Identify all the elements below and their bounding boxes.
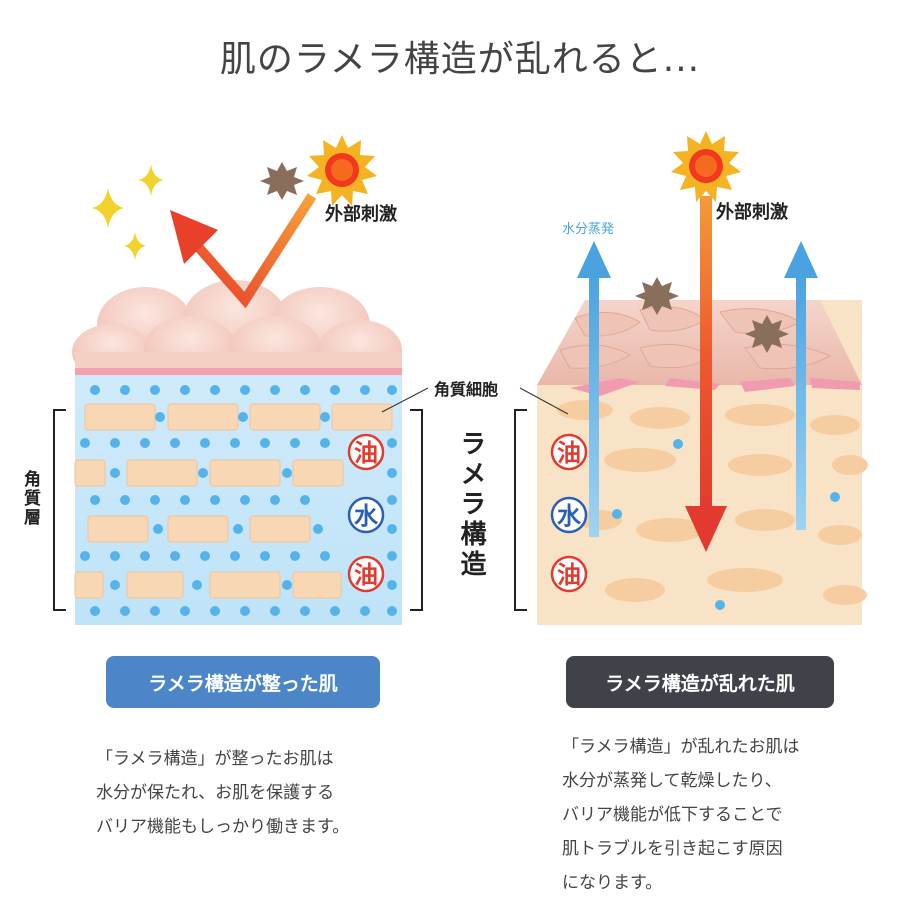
evaporation-arrow-left [577, 241, 611, 537]
right-description-line: バリア機能が低下することで [562, 805, 783, 825]
right-water-bubble: 水 [550, 496, 588, 534]
svg-text:油: 油 [354, 561, 378, 589]
right-oil-bubble-top: 油 [550, 433, 588, 471]
svg-text:水: 水 [354, 502, 379, 530]
right-skin-block [537, 277, 868, 625]
left-reflection-arrow [170, 193, 317, 309]
penetration-arrow [685, 196, 727, 552]
svg-text:油: 油 [354, 439, 378, 467]
evaporation-arrow-right [784, 241, 818, 530]
left-description: 「ラメラ構造」が整ったお肌は 水分が保たれ、お肌を保護する バリア機能もしっかり… [96, 742, 349, 844]
right-description-line: 水分が蒸発して乾燥したり、 [562, 771, 782, 791]
corneocyte-label: 角質細胞 [434, 380, 499, 399]
right-description: 「ラメラ構造」が乱れたお肌は 水分が蒸発して乾燥したり、 バリア機能が低下するこ… [562, 730, 800, 900]
left-water-bubble: 水 [347, 496, 385, 534]
page-title: 肌のラメラ構造が乱れると... [219, 39, 701, 80]
right-oil-bubble-bottom: 油 [550, 555, 588, 593]
left-oil-bubble-bottom: 油 [347, 555, 385, 593]
sun-icon [307, 135, 377, 206]
right-description-line: 肌トラブルを引き起こす原因 [562, 839, 783, 859]
lamella-structure-label: ラメラ構造 [456, 430, 486, 580]
svg-text:油: 油 [557, 561, 581, 589]
left-moisture-dots [80, 385, 397, 616]
left-description-line: 「ラメラ構造」が整ったお肌は [96, 749, 334, 769]
left-oil-bubble-top: 油 [347, 433, 385, 471]
sun-icon [671, 131, 741, 202]
tab-good-lamella[interactable]: ラメラ構造が整った肌 [106, 656, 380, 708]
left-description-line: バリア機能もしっかり働きます。 [96, 817, 350, 837]
left-skin-surface [72, 280, 402, 380]
stratum-corneum-label: 角質層 [20, 470, 40, 527]
right-stratum-bracket [514, 409, 527, 611]
dust-particle-icon [260, 162, 304, 200]
tab-damaged-lamella[interactable]: ラメラ構造が乱れた肌 [566, 656, 834, 708]
right-description-line: 「ラメラ構造」が乱れたお肌は [562, 737, 800, 757]
sparkle-icon [92, 164, 164, 260]
lamella-bracket [410, 409, 423, 611]
left-description-line: 水分が保たれ、お肌を保護する [96, 783, 335, 803]
left-corneocytes [74, 403, 393, 599]
evaporation-label: 水分蒸発 [562, 222, 615, 237]
left-skin-block [72, 280, 402, 625]
left-stratum-bracket [53, 409, 66, 611]
svg-text:油: 油 [557, 439, 581, 467]
right-description-line: になります。 [562, 873, 663, 893]
right-external-stimulus-label: 外部刺激 [716, 202, 788, 223]
svg-text:水: 水 [557, 502, 582, 530]
left-external-stimulus-label: 外部刺激 [325, 204, 397, 225]
